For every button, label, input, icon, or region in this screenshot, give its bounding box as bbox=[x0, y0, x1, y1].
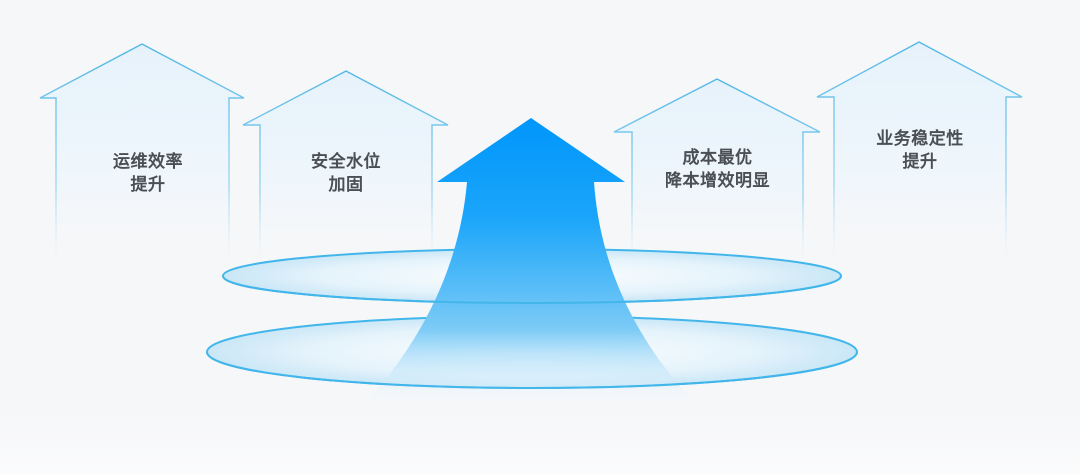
house-label-line2: 降本增效明显 bbox=[665, 171, 770, 191]
house-shape-1 bbox=[39, 43, 245, 263]
ring-upper-front bbox=[222, 275, 842, 304]
house-shape-2 bbox=[242, 70, 449, 263]
house-label-line1: 安全水位 bbox=[311, 152, 381, 172]
house-label-line2: 提升 bbox=[902, 152, 938, 172]
house-label-line1: 运维效率 bbox=[113, 152, 183, 172]
up-arrow-icon bbox=[368, 118, 692, 400]
house-label-line2: 加固 bbox=[328, 175, 364, 195]
floor-fade bbox=[0, 392, 1080, 475]
house-label-line1: 业务稳定性 bbox=[876, 129, 964, 149]
ring-lower-front bbox=[206, 351, 858, 389]
house-shape-3 bbox=[613, 78, 821, 263]
house-shape-4 bbox=[816, 41, 1023, 263]
house-label-line2: 提升 bbox=[130, 175, 166, 195]
house-label-ops-efficiency: 运维效率 提升 bbox=[62, 151, 234, 197]
house-label-line1: 成本最优 bbox=[682, 148, 753, 168]
house-label-business-stability: 业务稳定性 提升 bbox=[834, 128, 1006, 174]
house-label-security-level: 安全水位 加固 bbox=[260, 151, 432, 197]
house-label-cost-optimization: 成本最优 降本增效明显 bbox=[632, 147, 803, 193]
